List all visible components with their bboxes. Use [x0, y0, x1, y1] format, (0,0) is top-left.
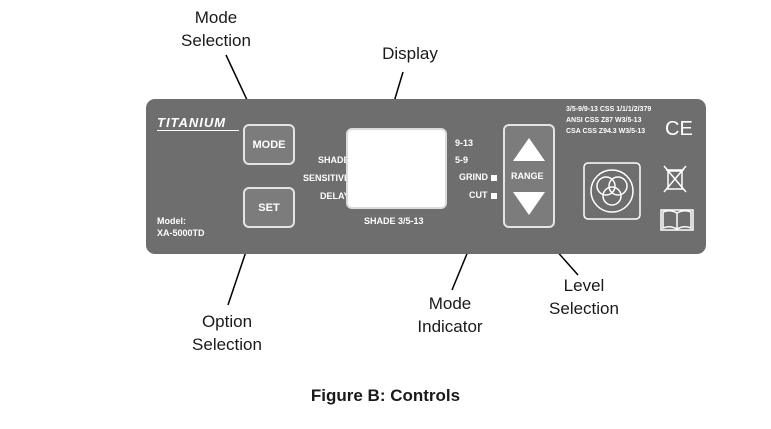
- arrow-down-icon[interactable]: [513, 192, 545, 215]
- manual-book-icon: [660, 209, 694, 231]
- model-number: XA-5000TD: [157, 228, 205, 238]
- range-5-9-label: 5-9: [455, 155, 469, 165]
- delay-label: DELAY: [320, 191, 350, 201]
- callout-mode-selection: Mode Selection: [181, 8, 251, 50]
- callout-option-selection: Option Selection: [192, 312, 262, 354]
- callout-mode-indicator: Mode Indicator: [417, 294, 483, 336]
- lens-filter-icon: [583, 162, 641, 220]
- cut-indicator: CUT: [469, 190, 497, 200]
- grind-indicator: GRIND: [459, 172, 497, 182]
- shade-range-label: SHADE 3/5-13: [364, 216, 424, 226]
- cut-indicator-light: [490, 192, 497, 199]
- mode-button[interactable]: MODE: [243, 124, 295, 165]
- standard-line-3: CSA CSS Z94.3 W3/5-13: [566, 128, 646, 135]
- standard-line-2: ANSI CSS Z87 W3/5-13: [566, 117, 642, 124]
- crossed-bin-icon: [663, 165, 687, 193]
- figure-caption: Figure B: Controls: [310, 386, 461, 405]
- brand-logo: TITANIUM: [157, 115, 227, 130]
- display-screen: [346, 128, 447, 209]
- range-9-13-label: 9-13: [455, 138, 474, 148]
- grind-label: GRIND: [459, 172, 488, 182]
- callout-level-selection: Level Selection: [549, 276, 619, 318]
- callout-display: Display: [382, 44, 438, 63]
- standard-line-1: 3/5-9/9-13 CSS 1/1/1/2/379: [566, 106, 652, 113]
- set-button[interactable]: SET: [243, 187, 295, 228]
- arrow-up-icon[interactable]: [513, 138, 545, 161]
- model-label: Model:: [157, 216, 186, 226]
- brand-underline: [157, 130, 239, 131]
- shade-label: SHADE: [318, 155, 350, 165]
- range-button[interactable]: RANGE: [503, 124, 555, 228]
- cut-label: CUT: [469, 190, 488, 200]
- ce-mark: CE: [665, 118, 693, 140]
- grind-indicator-light: [491, 174, 497, 181]
- sensitivity-label: SENSITIVITY: [303, 173, 359, 183]
- range-button-label: RANGE: [511, 171, 544, 181]
